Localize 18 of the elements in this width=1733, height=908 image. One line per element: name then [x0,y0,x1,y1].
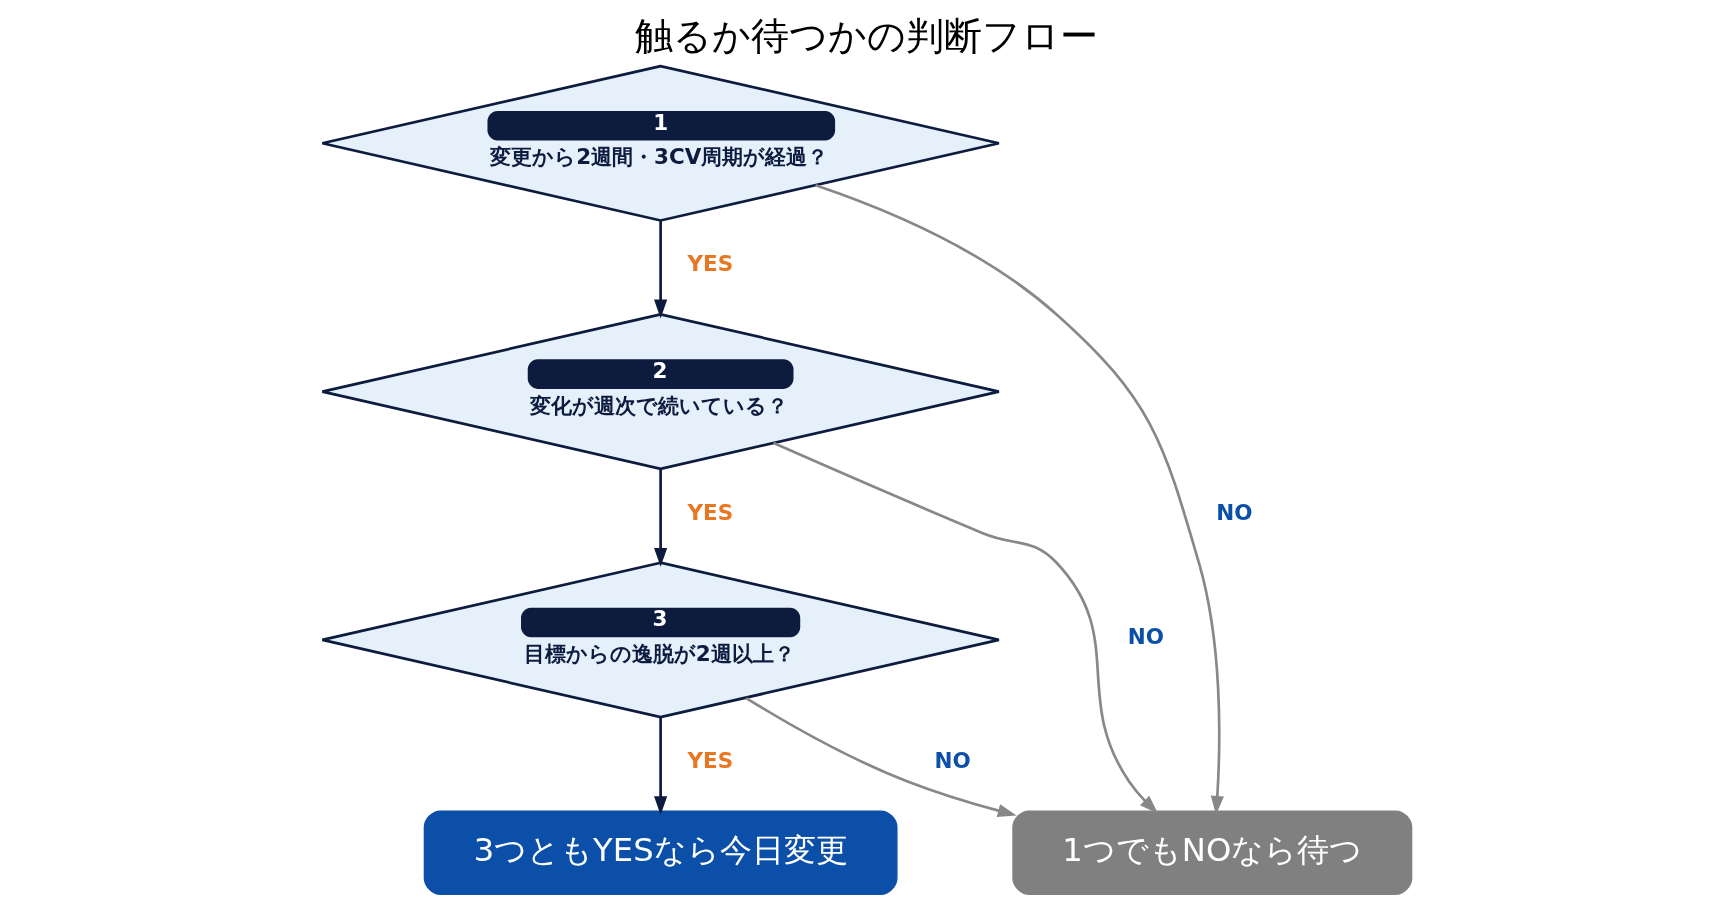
arrow [772,441,1158,814]
arrow [814,184,1224,815]
node-box: 3つともYESなら今日変更 [423,810,898,895]
arrow [653,717,667,816]
edge-label: NO [933,747,971,773]
arrow [653,469,667,567]
arrow [653,221,667,319]
node-diamond: 3 目標からの逸脱が2週以上？ [320,561,1000,719]
edge-label: YES [686,747,733,773]
diagram-title: 触るか待つかの判断フロー [635,14,1098,59]
edge-label: NO [1127,623,1164,649]
node-diamond: 1 変更から2週間・3CV周期が経過？ [320,64,1000,222]
edge-label: YES [686,499,733,525]
arrow [744,696,1017,818]
edge-label: NO [1215,499,1253,525]
edge-label: YES [686,251,733,277]
node-box: 1つでもNOなら待つ [1011,810,1412,895]
node-diamond: 2 変化が週次で続いている？ [320,313,1000,471]
